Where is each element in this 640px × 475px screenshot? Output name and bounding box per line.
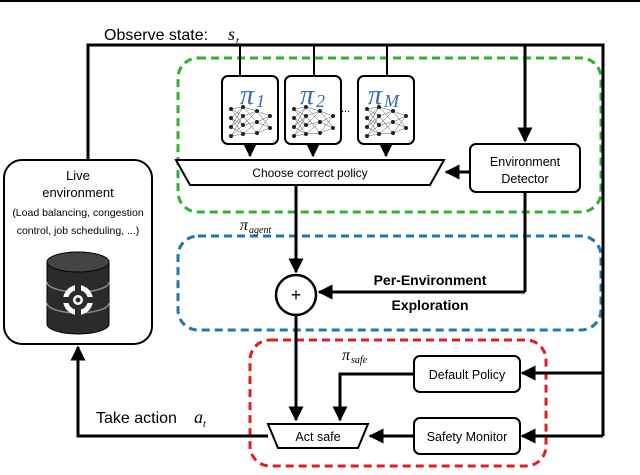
database-gear-icon: [46, 251, 110, 335]
pi-safe-arrow: [332, 372, 414, 422]
take-action-symbol: a: [194, 407, 203, 427]
exploration-label-1: Per-Environment: [374, 272, 487, 288]
policy-m-box: π M: [357, 75, 415, 145]
choose-policy-label: Choose correct policy: [252, 166, 367, 180]
policy-1-symbol: π: [240, 80, 255, 111]
policy-1-subscript: 1: [256, 91, 265, 111]
policy-1-box: π 1: [221, 75, 279, 145]
observe-state-subscript: t: [236, 36, 239, 47]
right-branch-line: [525, 43, 605, 436]
environment-detector-line-2: Detector: [501, 172, 548, 186]
plus-symbol: +: [291, 285, 302, 305]
default-policy-label: Default Policy: [429, 368, 506, 382]
policy-m-subscript: M: [383, 91, 400, 111]
observe-state-line: [86, 43, 533, 160]
policy-m-symbol: π: [368, 80, 383, 111]
pi-agent-subscript: agent: [249, 225, 271, 236]
act-safe-box: [266, 423, 370, 449]
choose-policy-selector: [174, 159, 446, 186]
environment-detector-line-1: Environment: [490, 155, 561, 169]
observe-state-symbol: s: [228, 24, 235, 44]
observe-state-label: Observe state:: [104, 27, 208, 44]
exploration-region: [176, 234, 603, 332]
live-env-desc-2: control, job scheduling, ...): [17, 225, 140, 237]
live-env-title-1: Live: [66, 168, 90, 183]
safety-monitor-label: Safety Monitor: [427, 430, 508, 444]
take-action-line: [70, 345, 268, 438]
exploration-label-2: Exploration: [391, 297, 468, 313]
policy-selection-region: [176, 56, 603, 214]
pi-safe-symbol: π: [342, 347, 351, 364]
policy-2-subscript: 2: [316, 91, 325, 111]
take-action-label: Take action: [96, 410, 177, 427]
live-env-title-2: environment: [42, 185, 114, 200]
policy-2-symbol: π: [300, 80, 315, 111]
live-env-desc-1: (Load balancing, congestion: [12, 207, 144, 219]
policy-ellipsis: ...: [341, 103, 350, 115]
pi-safe-subscript: safe: [351, 355, 368, 366]
pi-agent-symbol: π: [240, 217, 249, 234]
act-safe-label: Act safe: [295, 430, 340, 444]
take-action-subscript: t: [203, 419, 206, 430]
policy-2-box: π 2: [284, 75, 342, 145]
safety-region: [248, 338, 548, 468]
